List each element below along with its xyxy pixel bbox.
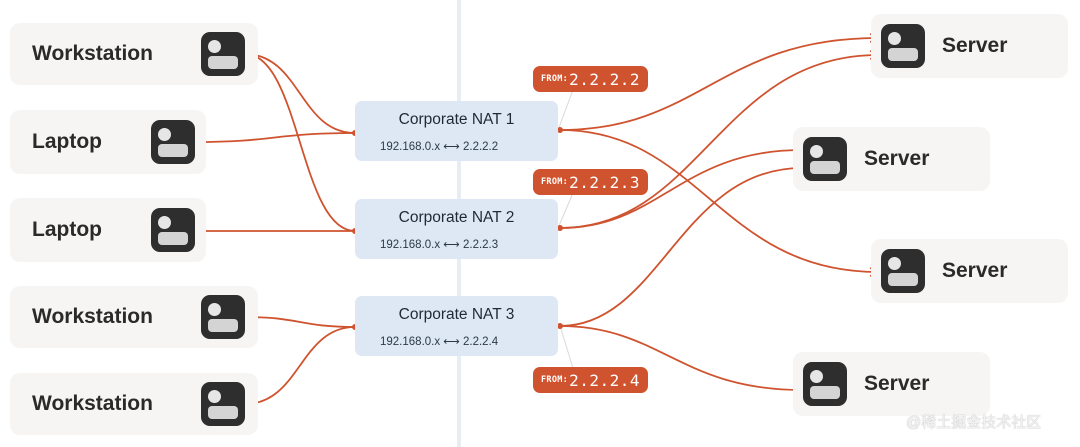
nat-mapping: 192.168.0.x ⟷ 2.2.2.4 bbox=[380, 336, 499, 348]
client-node-4[interactable]: Workstation bbox=[10, 286, 258, 348]
badge-leader-1 bbox=[557, 89, 574, 131]
link-client4-nat3 bbox=[244, 316, 356, 328]
server-label: Server bbox=[864, 147, 930, 170]
link-nat2-server2 bbox=[559, 150, 802, 229]
server-node-3[interactable]: Server bbox=[871, 239, 1068, 303]
client-node-5[interactable]: Workstation bbox=[10, 373, 258, 435]
device-icon bbox=[201, 382, 245, 426]
nat-box-2[interactable]: Corporate NAT 2 192.168.0.x ⟷ 2.2.2.3 bbox=[355, 199, 558, 259]
source-ip-badge-2: FROM: 2.2.2.3 bbox=[533, 169, 649, 195]
link-client5-nat3 bbox=[244, 326, 356, 405]
link-client1-nat1 bbox=[244, 53, 356, 134]
device-icon bbox=[201, 295, 245, 339]
server-node-2[interactable]: Server bbox=[793, 127, 990, 191]
watermark: @稀土掘金技术社区 bbox=[906, 414, 1042, 431]
server-node-1[interactable]: Server bbox=[871, 14, 1068, 78]
badge-from-label: FROM: bbox=[541, 177, 569, 187]
link-nat3-server2 bbox=[559, 168, 802, 327]
nat-title: Corporate NAT 3 bbox=[398, 306, 515, 323]
device-icon bbox=[201, 32, 245, 76]
badge-from-label: FROM: bbox=[541, 74, 569, 84]
badge-leader-3 bbox=[559, 325, 574, 369]
server-icon bbox=[803, 137, 847, 181]
server-label: Server bbox=[942, 259, 1008, 282]
server-label: Server bbox=[942, 34, 1008, 57]
source-ip-badge-1: FROM: 2.2.2.2 bbox=[533, 66, 649, 92]
server-node-4[interactable]: Server bbox=[793, 352, 990, 416]
link-nat1-server1 bbox=[559, 38, 878, 131]
nat-box-3[interactable]: Corporate NAT 3 192.168.0.x ⟷ 2.2.2.4 bbox=[355, 296, 558, 356]
client-label: Laptop bbox=[32, 218, 102, 241]
server-icon bbox=[881, 24, 925, 68]
link-nat3-server4 bbox=[559, 325, 802, 390]
client-label: Laptop bbox=[32, 130, 102, 153]
link-client2-nat1 bbox=[194, 132, 356, 143]
client-node-2[interactable]: Laptop bbox=[10, 110, 206, 174]
link-nat1-server3 bbox=[559, 129, 878, 272]
device-icon bbox=[151, 120, 195, 164]
source-ip-badge-3: FROM: 2.2.2.4 bbox=[533, 367, 649, 393]
server-icon bbox=[803, 362, 847, 406]
nat-box-1[interactable]: Corporate NAT 1 192.168.0.x ⟷ 2.2.2.2 bbox=[355, 101, 558, 161]
nat-mapping: 192.168.0.x ⟷ 2.2.2.2 bbox=[380, 141, 499, 153]
link-client1-nat2 bbox=[244, 53, 356, 232]
badge-ip: 2.2.2.3 bbox=[569, 172, 641, 192]
client-node-3[interactable]: Laptop bbox=[10, 198, 206, 262]
client-node-1[interactable]: Workstation bbox=[10, 23, 258, 85]
nat-title: Corporate NAT 2 bbox=[398, 209, 515, 226]
client-label: Workstation bbox=[32, 305, 153, 328]
badge-from-label: FROM: bbox=[541, 375, 569, 385]
badge-ip: 2.2.2.4 bbox=[569, 370, 641, 390]
server-icon bbox=[881, 249, 925, 293]
badge-ip: 2.2.2.2 bbox=[569, 69, 641, 89]
client-label: Workstation bbox=[32, 42, 153, 65]
nat-title: Corporate NAT 1 bbox=[398, 111, 515, 128]
server-label: Server bbox=[864, 372, 930, 395]
device-icon bbox=[151, 208, 195, 252]
client-label: Workstation bbox=[32, 392, 153, 415]
nat-mapping: 192.168.0.x ⟷ 2.2.2.3 bbox=[380, 239, 499, 251]
badge-leader-2 bbox=[557, 192, 574, 229]
